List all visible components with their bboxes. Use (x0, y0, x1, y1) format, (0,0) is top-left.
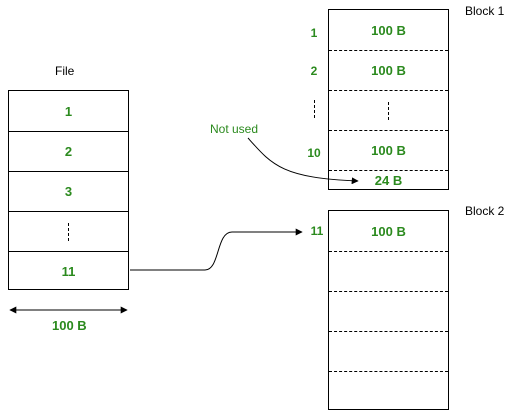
block1-cell-unused: 24 B (329, 170, 448, 190)
block1-cell-1: 100 B (371, 22, 406, 38)
block2-title: Block 2 (465, 204, 505, 218)
block2-cell-3 (329, 291, 448, 331)
block1-title: Block 1 (465, 4, 505, 18)
file-row-ellipsis (9, 211, 128, 251)
file-title: File (55, 64, 75, 78)
block1-box: 100 B 100 B 100 B 24 B (328, 9, 449, 190)
block1-cell-ellipsis (329, 90, 448, 130)
block2-index-11: 11 (310, 224, 324, 238)
block1-index-1: 1 (310, 26, 318, 40)
file-row-3: 3 (9, 171, 128, 211)
not-used-pointer-arrow (247, 137, 359, 185)
file-row-1: 1 (64, 103, 73, 119)
block1-cell-10: 100 B (329, 130, 448, 170)
file-row-2: 2 (9, 131, 128, 171)
block1-index-2: 2 (310, 64, 318, 78)
block2-cell-2 (329, 251, 448, 291)
block1-cell-2: 100 B (329, 50, 448, 90)
block1-index-10: 10 (307, 146, 321, 160)
file-box: 1 2 3 11 (8, 90, 129, 290)
block2-cell-1: 100 B (371, 223, 406, 239)
vertical-ellipsis-icon (387, 101, 390, 120)
vertical-ellipsis-icon (67, 222, 70, 241)
file-row-11: 11 (9, 251, 128, 291)
file-to-block2-arrow (130, 228, 303, 271)
block2-box: 100 B (328, 210, 449, 410)
block2-cell-5 (329, 371, 448, 411)
block1-index-ellipsis (314, 100, 316, 118)
file-width-label: 100 B (52, 318, 87, 333)
vertical-ellipsis-icon (314, 100, 316, 118)
not-used-label: Not used (210, 122, 259, 136)
block2-cell-4 (329, 331, 448, 371)
